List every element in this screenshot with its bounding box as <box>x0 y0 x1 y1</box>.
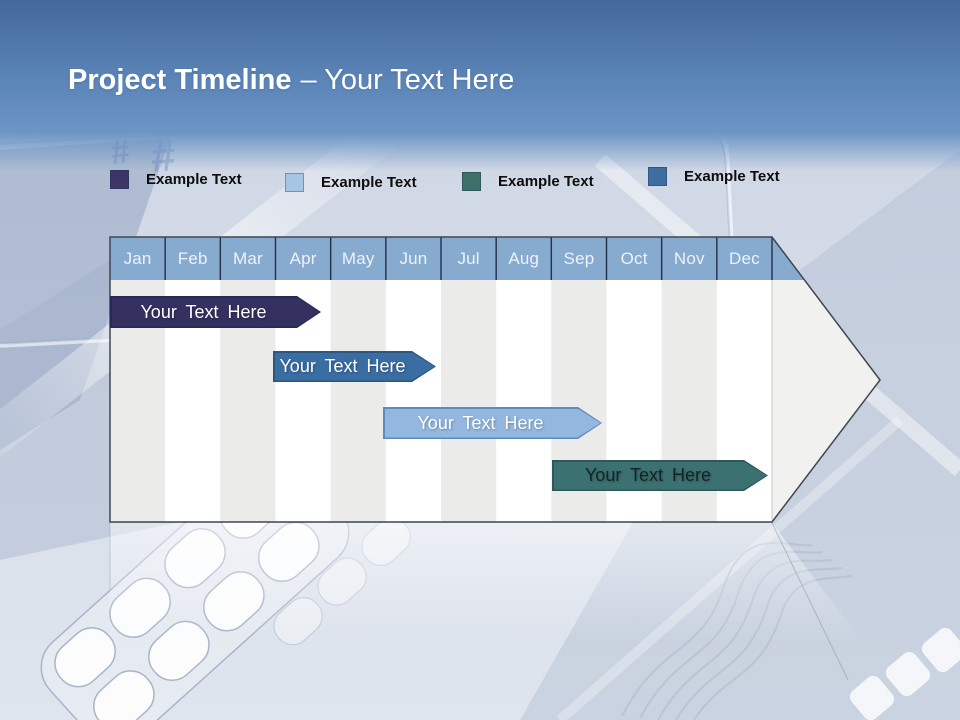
month-header-oct: Oct <box>620 248 648 268</box>
month-header-aug: Aug <box>508 248 540 268</box>
month-header-jan: Jan <box>123 248 152 268</box>
timeline-bar-1-fill <box>112 298 320 327</box>
title-band <box>0 0 960 171</box>
legend-label: Example Text <box>684 168 780 185</box>
month-header-sep: Sep <box>563 248 595 268</box>
legend-swatch-teal <box>462 172 481 191</box>
month-header-nov: Nov <box>673 248 705 268</box>
timeline-bar-4-label: Your Text Here <box>584 465 712 485</box>
timeline-bar-1-label: Your Text Here <box>140 301 267 322</box>
legend-item: Example Text <box>110 170 242 189</box>
legend-item: Example Text <box>285 173 417 192</box>
timeline-bar-4-fill <box>554 462 767 490</box>
timeline-bar-2-fill <box>275 353 435 381</box>
month-header-mar: Mar <box>232 248 263 268</box>
timeline-bar-3-label: Your Text Here <box>417 412 544 433</box>
month-header-row: Jan Feb Mar Apr May Jun Jul Aug Sep Oct … <box>110 237 772 280</box>
month-header-may: May <box>341 248 375 268</box>
month-header-apr: Apr <box>289 248 317 268</box>
legend-swatch-navy <box>110 170 129 189</box>
slide-title: Project Timeline – Your Text Here <box>68 60 514 100</box>
timeline-bar-4: Your Text Here <box>552 460 768 491</box>
month-header-separators <box>164 237 773 280</box>
timeline-bar-3: Your Text Here <box>383 407 602 439</box>
timeline-reflection <box>109 522 862 681</box>
month-header-band <box>110 237 805 280</box>
legend-item: Example Text <box>648 167 780 186</box>
legend-label: Example Text <box>321 174 417 191</box>
month-header-jul: Jul <box>457 248 480 268</box>
legend-swatch-blue <box>648 167 667 186</box>
month-header-jun: Jun <box>399 248 428 268</box>
legend-label: Example Text <box>498 173 594 190</box>
legend-swatch-lightblue <box>285 173 304 192</box>
slide-title-primary: Project Timeline <box>68 64 292 96</box>
month-header-feb: Feb <box>177 248 208 268</box>
timeline-bar-1: Your Text Here <box>110 296 321 328</box>
legend-label: Example Text <box>146 171 242 188</box>
timeline-bar-2-label: Your Text Here <box>279 356 406 376</box>
background-key-squares <box>849 627 960 720</box>
timeline-bar-3-fill <box>385 409 601 438</box>
slide-title-secondary: – Your Text Here <box>300 64 515 96</box>
legend-item: Example Text <box>462 172 594 191</box>
month-header-dec: Dec <box>729 248 760 268</box>
timeline-bar-2: Your Text Here <box>273 351 436 382</box>
